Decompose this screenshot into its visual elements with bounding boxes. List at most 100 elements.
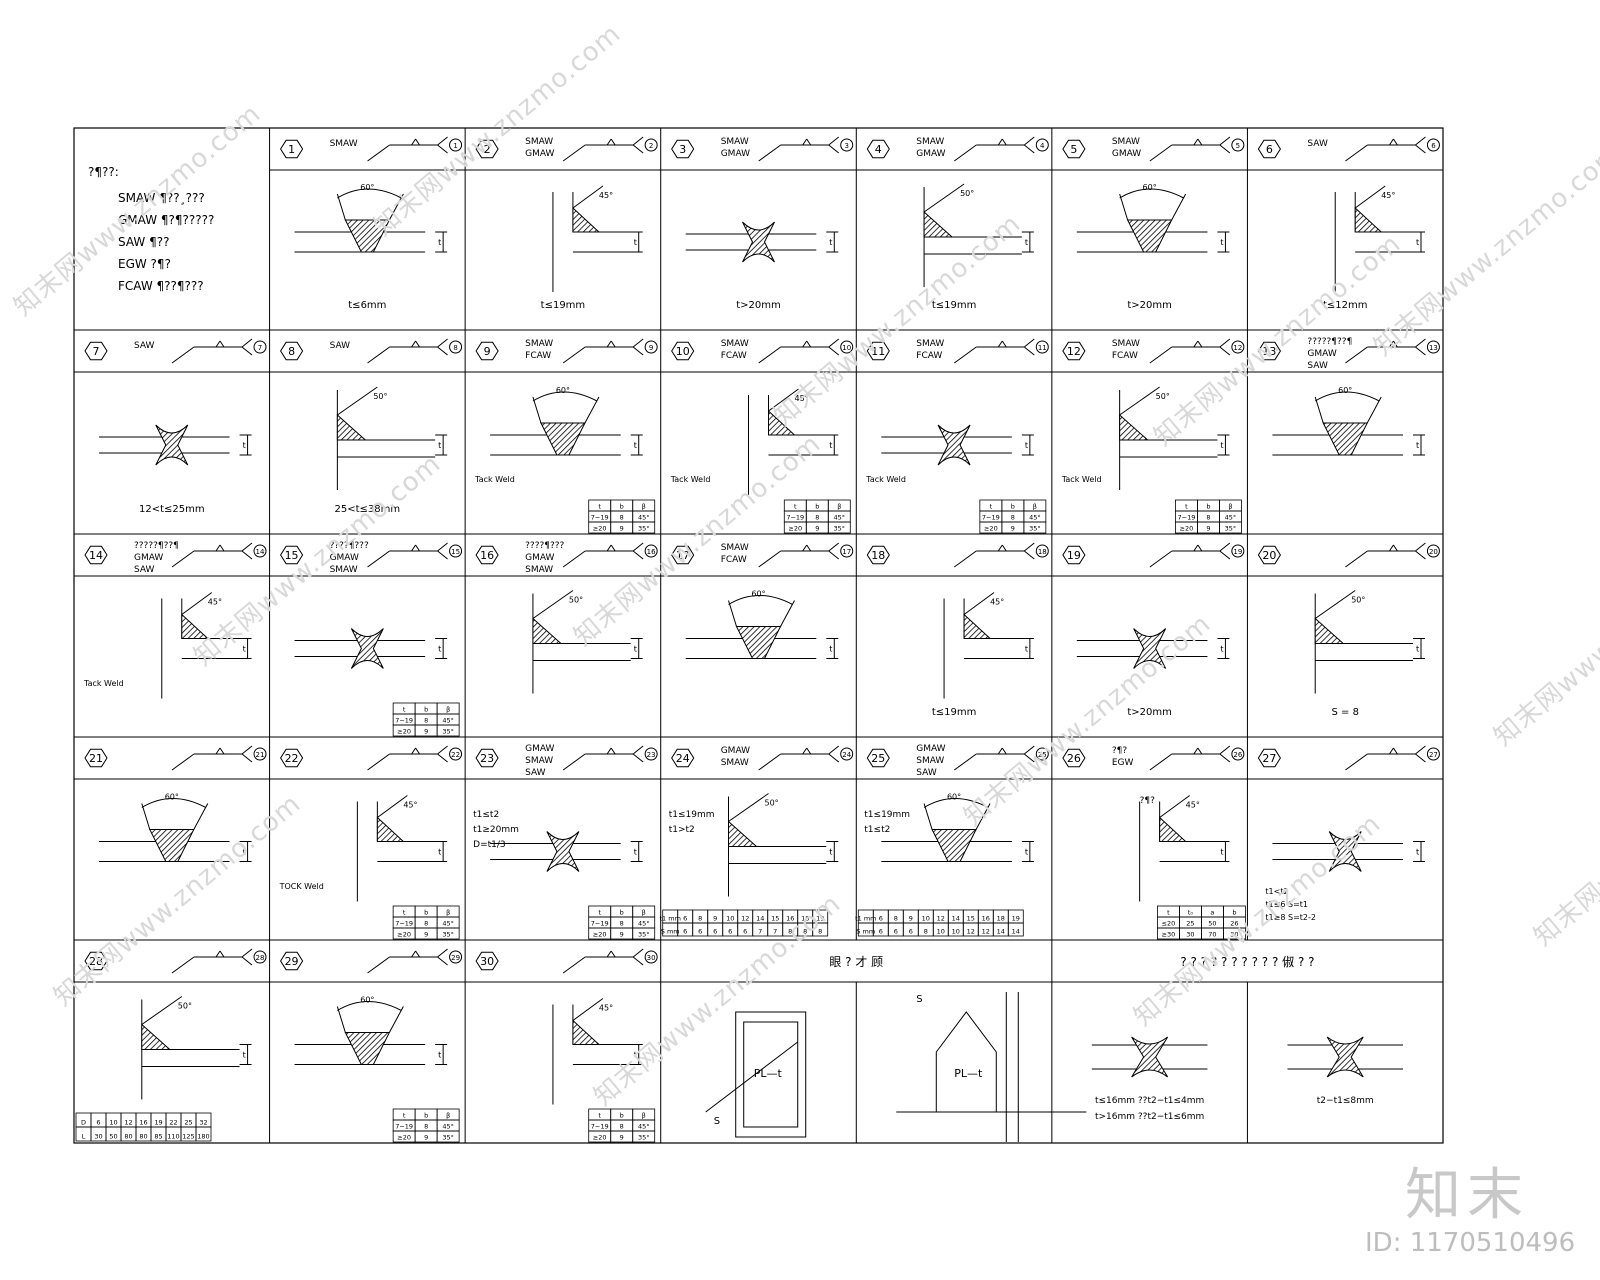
table-value: 9 — [424, 931, 428, 939]
angle-label: 45° — [599, 191, 613, 200]
table-value: a — [1210, 909, 1214, 917]
table-value: S mm — [856, 928, 875, 936]
weld-mark — [415, 950, 420, 958]
process-label: SAW — [134, 341, 155, 351]
tail-line — [241, 745, 253, 755]
tail-line — [241, 542, 253, 552]
leader-line — [1345, 753, 1368, 771]
process-label: SAW — [1307, 361, 1328, 371]
dimension-label: t — [829, 238, 832, 247]
dimension-label: t — [438, 441, 441, 450]
tack-weld-note: Tack Weld — [865, 475, 906, 484]
detail-ref-number: 20 — [1429, 548, 1438, 556]
detail-ref-number: 8 — [453, 344, 457, 352]
legend-line: SAW ¶?? — [118, 235, 169, 249]
detail-number: 27 — [1262, 752, 1276, 765]
process-label: GMAW — [525, 744, 554, 754]
process-label: SAW — [134, 565, 155, 575]
table-value: 45° — [442, 1123, 454, 1131]
table-value: ≥20 — [593, 1134, 607, 1142]
detail-number-hexagon — [84, 341, 108, 361]
fillet-weld — [728, 820, 758, 847]
table-value: 8 — [424, 717, 428, 725]
plate-sketch: SPL—t — [705, 1011, 807, 1138]
table-value: 9 — [424, 1134, 428, 1142]
thickness-caption: 12<t≤25mm — [139, 504, 205, 515]
fillet-weld — [768, 409, 796, 436]
detail-number: 23 — [480, 752, 494, 765]
fillet-weld — [532, 617, 563, 644]
tail-line — [1415, 745, 1426, 755]
table-value: 8 — [424, 1123, 428, 1131]
table-value: 6 — [894, 928, 898, 936]
double-weld — [1133, 628, 1167, 669]
weld-mark — [1389, 544, 1394, 552]
s-mark: S — [714, 1116, 720, 1127]
detail-number: 26 — [1067, 752, 1081, 765]
detail-ref-circle — [253, 747, 267, 761]
dimension-label: t — [438, 238, 441, 247]
detail-number: 1 — [288, 143, 295, 156]
table-value: 16 — [786, 915, 794, 923]
detail-ref-number: 29 — [451, 954, 460, 962]
leader-line — [367, 144, 390, 162]
process-label: GMAW — [525, 149, 554, 159]
detail-number-hexagon — [475, 951, 499, 971]
weld-mark — [411, 544, 416, 552]
table-value: ≥20 — [984, 525, 998, 533]
tail-line — [1023, 550, 1035, 560]
table-value: 180 — [197, 1133, 209, 1141]
bevel-line — [181, 592, 213, 615]
tail-line — [1023, 542, 1035, 552]
table-value: β — [446, 1112, 450, 1120]
detail-number-hexagon — [866, 341, 890, 361]
process-label: GMAW — [134, 553, 163, 563]
tail-line — [828, 745, 840, 755]
detail-ref-number: 13 — [1429, 344, 1438, 352]
leader-line — [953, 346, 977, 364]
table-value: 6 — [683, 928, 687, 936]
thickness-caption: t>20mm — [1127, 300, 1172, 311]
detail-ref-circle — [840, 138, 854, 152]
weld-mark — [415, 747, 420, 755]
process-label: FCAW — [525, 351, 551, 361]
detail-number: 7 — [93, 345, 100, 358]
table-value: 35° — [638, 931, 650, 939]
process-label: GMAW — [721, 149, 750, 159]
table-value: 10 — [726, 915, 734, 923]
detail-ref-number: 2 — [649, 142, 653, 150]
leader-line — [953, 753, 977, 771]
detail-number: 12 — [1067, 345, 1081, 358]
detail-ref-number: 14 — [256, 548, 265, 556]
detail-ref-number: 9 — [649, 344, 653, 352]
leader-line — [562, 956, 586, 974]
table-cell — [632, 927, 656, 940]
weld-mark — [415, 138, 420, 146]
process-label: SMAW — [721, 543, 749, 553]
tail-line — [1219, 745, 1231, 755]
table-value: β — [642, 1112, 646, 1120]
process-label: ????¶??? — [330, 541, 369, 551]
table-value: 9 — [620, 1134, 624, 1142]
fillet-weld — [1119, 413, 1149, 441]
process-label: EGW — [1112, 758, 1134, 768]
dimension-label: t — [1025, 645, 1028, 654]
condition-note: t1≤t2 — [473, 810, 499, 820]
detail-ref-number: 11 — [1038, 344, 1047, 352]
table-value: 7~19 — [1177, 514, 1195, 522]
detail-ref-circle — [253, 950, 267, 964]
dimension-label: t — [1025, 441, 1028, 450]
table-value: 35° — [638, 525, 650, 533]
table-value: 45° — [1029, 514, 1041, 522]
detail-ref-circle — [449, 138, 463, 152]
table-value: 6 — [698, 928, 702, 936]
weld-bead — [148, 829, 195, 862]
table-value: 18 — [801, 915, 809, 923]
table-value: 7~19 — [982, 514, 1000, 522]
weld-mark — [1193, 138, 1199, 146]
tail-line — [632, 144, 644, 154]
